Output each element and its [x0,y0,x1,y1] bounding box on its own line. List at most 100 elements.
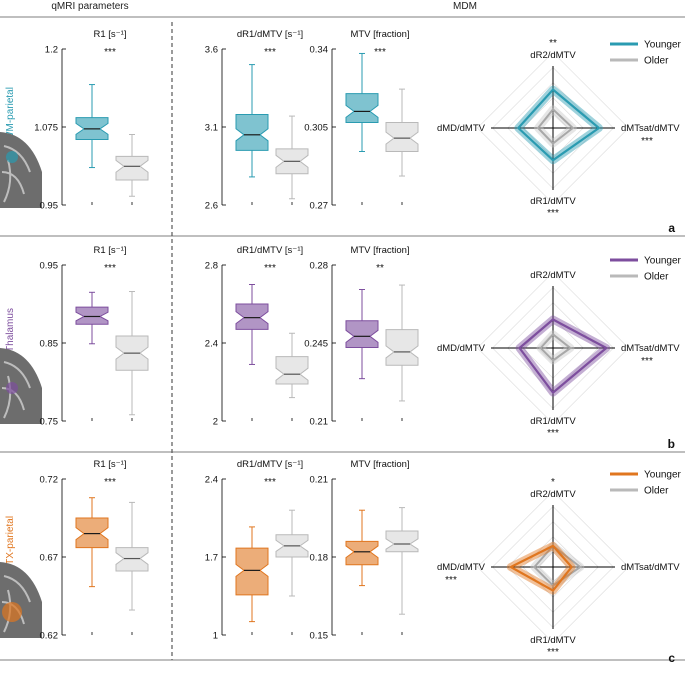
box-body [75,517,109,549]
box-body [345,320,379,348]
y-tick-label: 0.75 [40,417,59,428]
y-tick-label: 2.8 [205,261,218,272]
brain-roi-overlay [6,151,18,163]
y-tick-label: 2.6 [205,201,218,212]
brain-slice-shape [0,132,42,208]
boxplot-2: 2.6 3.1 3.6 dR1/dMTV [s⁻¹] *** [205,29,309,212]
box-older [275,509,309,597]
radar-sig-top: * [551,477,555,488]
radar-label-top: dR2/dMTV [530,489,576,500]
region-label: Thalamus [5,308,16,352]
radar-label-top: dR2/dMTV [530,270,576,281]
y-tick-label: 0.18 [310,553,329,564]
y-tick-label: 0.62 [40,631,59,642]
box-younger [235,526,269,623]
radar-grid [476,490,630,644]
legend-label-older: Older [644,56,669,67]
boxplot-title: dR1/dMTV [s⁻¹] [237,459,303,470]
y-tick-label: 0.21 [310,475,329,486]
radar-sig-bottom: *** [547,647,559,658]
y-tick-label: 0.28 [310,261,329,272]
radar-sig-left: *** [445,575,457,586]
y-tick-label: 1.2 [45,45,58,56]
radar-sig-right: *** [641,356,653,367]
box-body [235,114,269,151]
region-label: WM-parietal [5,87,16,141]
y-tick-label: 0.15 [310,631,329,642]
y-tick-label: 1 [213,631,218,642]
y-tick-label: 0.67 [40,553,59,564]
radar-sig-bottom: *** [547,428,559,439]
y-tick-label: 0.72 [40,475,59,486]
radar-sig-bottom: *** [547,208,559,219]
box-body [235,547,269,596]
radar-series-older-band [534,105,577,148]
region-label: CTX-parietal [5,516,16,572]
header-mdm: MDM [453,1,477,12]
radar-series-younger-line [509,544,573,592]
brain-roi-overlay [2,602,22,622]
y-tick-label: 3.6 [205,45,218,56]
radar-series-older-line [539,333,572,362]
y-tick-label: 2 [213,417,218,428]
significance-stars: *** [264,47,276,58]
header-qmri-parameters: qMRI parameters [51,1,128,12]
brain-slice-shape [0,348,42,424]
y-tick-label: 0.21 [310,417,329,428]
radar-sig-top: ** [549,38,557,49]
radar-label-right: dMTsat/dMTV [621,343,680,354]
panel-letter: a [668,221,675,235]
box-body [345,93,379,124]
radar-series-older-band [536,330,575,365]
radar-label-left: dMD/dMTV [437,343,486,354]
box-older [275,115,309,200]
y-tick-label: 1.075 [34,123,58,134]
y-tick-label: 2.4 [205,475,218,486]
box-younger [75,84,109,169]
legend-label-older: Older [644,486,669,497]
y-tick-label: 0.85 [40,339,59,350]
brain-slice-image [0,562,42,638]
box-body [115,547,149,572]
box-older [115,291,149,416]
significance-stars: *** [264,477,276,488]
radar-series-younger-line [518,318,608,394]
significance-stars: ** [376,263,384,274]
box-younger [345,52,379,153]
significance-stars: *** [104,47,116,58]
boxplot-title: MTV [fraction] [350,29,409,40]
radar-label-bottom: dR1/dMTV [530,635,576,646]
box-younger [75,291,109,345]
radar-label-bottom: dR1/dMTV [530,416,576,427]
radar-label-left: dMD/dMTV [437,123,486,134]
y-tick-label: 2.4 [205,339,218,350]
y-tick-label: 3.1 [205,123,218,134]
box-younger [345,509,379,587]
radar-label-right: dMTsat/dMTV [621,562,680,573]
significance-stars: *** [264,263,276,274]
radar-series-older-line [533,544,582,587]
radar-grid [476,51,630,205]
box-older [275,332,309,399]
radar-series-younger-line [517,88,600,162]
radar-grid [476,271,630,425]
boxplot-title: R1 [s⁻¹] [94,29,127,40]
brain-slice-folds [1,361,31,419]
boxplot-title: R1 [s⁻¹] [94,459,127,470]
y-tick-label: 0.34 [310,45,329,56]
box-younger [75,497,109,588]
legend-label-younger: Younger [644,256,682,267]
radar-chart: *dR2/dMTVdMTsat/dMTVdR1/dMTV***dMD/dMTV*… [437,477,680,658]
brain-roi-overlay [6,382,18,394]
boxplot-title: dR1/dMTV [s⁻¹] [237,29,303,40]
legend-label-younger: Younger [644,470,682,481]
